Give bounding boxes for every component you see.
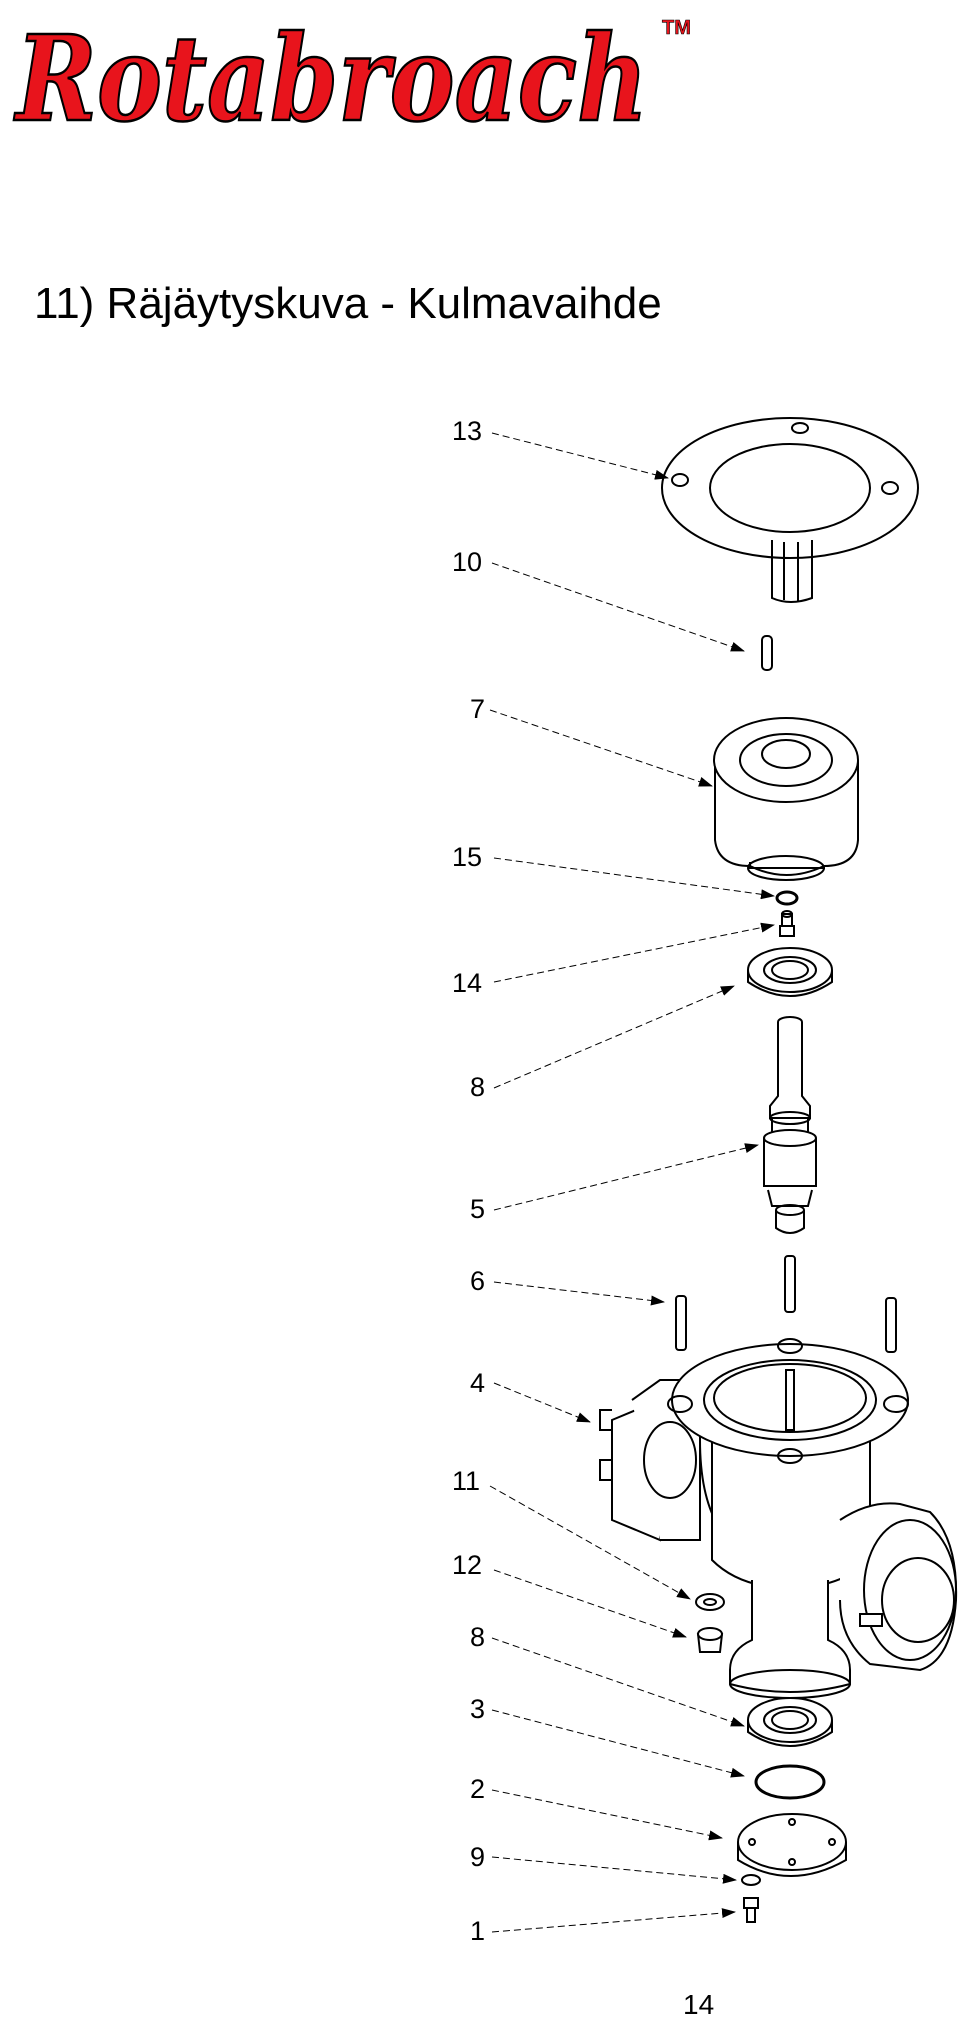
stud-parts [675, 1255, 897, 1353]
callout-15: 15 [452, 842, 482, 872]
small-washer-part [741, 1874, 761, 1886]
flange-plate-part [661, 417, 919, 603]
callout-6: 6 [470, 1266, 485, 1296]
callout-8: 8 [470, 1072, 485, 1102]
callout-8-lower: 8 [470, 1622, 485, 1652]
nut-part [696, 1627, 724, 1653]
key-part [761, 635, 773, 671]
callout-11: 11 [452, 1466, 480, 1496]
callout-10: 10 [452, 547, 482, 577]
callout-3: 3 [470, 1694, 485, 1724]
callout-labels: 13 10 7 15 14 8 5 6 4 11 12 8 3 2 9 1 [452, 416, 485, 1946]
callout-13: 13 [452, 416, 482, 446]
callout-7: 7 [470, 694, 485, 724]
callout-1: 1 [470, 1916, 485, 1946]
callout-5: 5 [470, 1194, 485, 1224]
drive-housing-part [713, 717, 859, 881]
page-title: 11) Räjäytyskuva - Kulmavaihde [34, 279, 662, 328]
callout-12: 12 [452, 1550, 482, 1580]
bearing-top-part [747, 947, 833, 997]
callout-2: 2 [470, 1774, 485, 1804]
callout-14: 14 [452, 968, 482, 998]
pinion-gear-part [763, 1129, 817, 1234]
callout-9: 9 [470, 1842, 485, 1872]
leader-lines [489, 432, 775, 1933]
logo-wordmark: Rotabroach [14, 9, 648, 133]
washer-part [695, 1593, 725, 1611]
shaft-part [769, 1016, 811, 1133]
trademark-mark: TM [662, 17, 691, 39]
small-screw-part [779, 910, 795, 937]
gear-case-part [599, 1338, 958, 1699]
cap-screw-part [743, 1897, 759, 1923]
bearing-bottom-part [747, 1697, 833, 1747]
o-ring-part [775, 890, 799, 906]
circlip-part [754, 1764, 826, 1800]
logo-graphic: Rotabroach TM [12, 8, 691, 133]
end-cover-part [737, 1813, 847, 1877]
callout-4: 4 [470, 1368, 485, 1398]
page-number: 14 [683, 1989, 715, 2020]
rotabroach-logo: Rotabroach TM [12, 8, 692, 133]
